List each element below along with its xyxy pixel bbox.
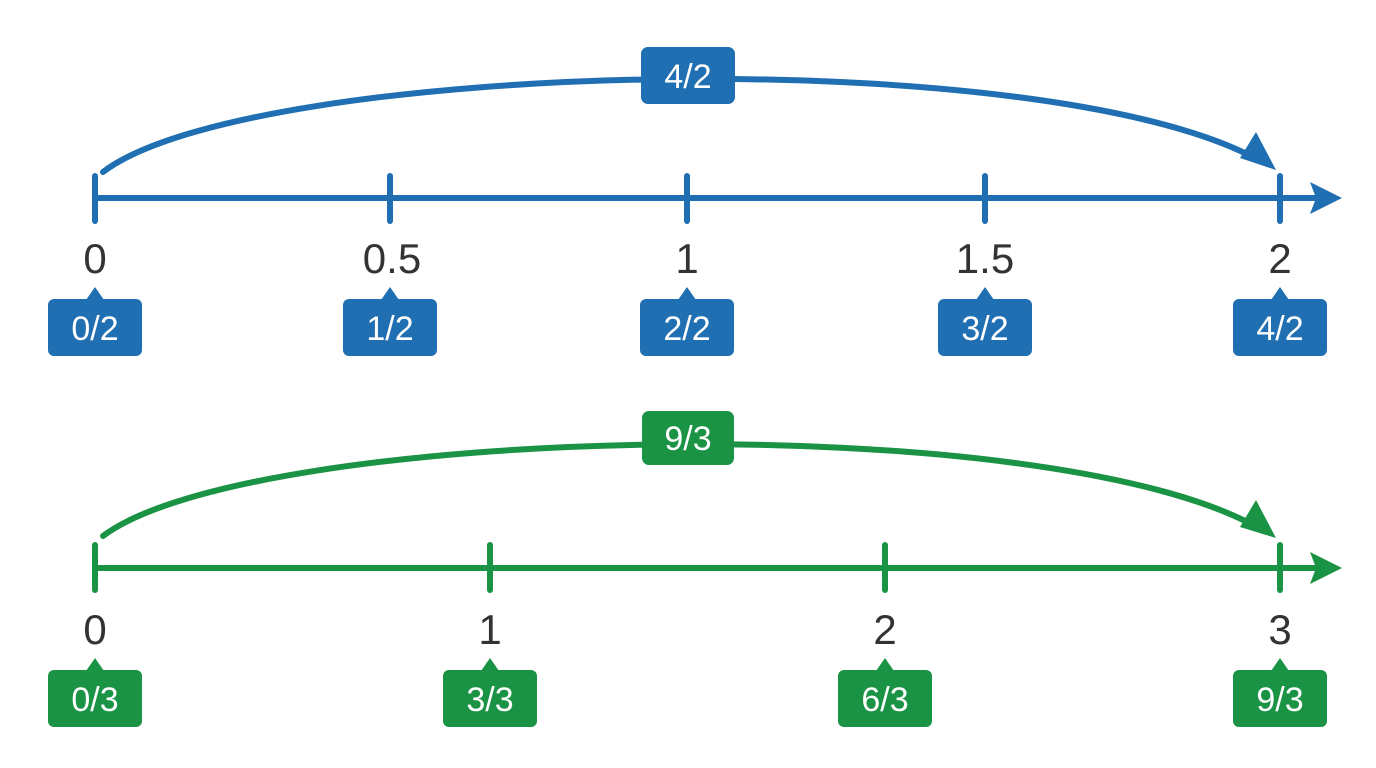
tick-label: 0.5 [363, 235, 421, 282]
tick-label: 1 [478, 606, 501, 653]
fraction-label: 6/3 [861, 681, 908, 719]
fraction-badge [838, 658, 932, 727]
number-line-thirds: 9/3 0 1 2 3 [48, 411, 1342, 727]
fraction-badge [1233, 287, 1327, 356]
fraction-label: 0/2 [71, 310, 118, 348]
tick-label: 2 [1268, 235, 1291, 282]
jump-badge-label: 4/2 [664, 58, 711, 96]
fraction-badge [343, 287, 437, 356]
fraction-badge [640, 287, 734, 356]
tick-label: 0 [83, 235, 106, 282]
tick-label: 3 [1268, 606, 1291, 653]
fraction-label: 9/3 [1256, 681, 1303, 719]
jump-badge-halves: 4/2 [641, 47, 735, 104]
tick-label: 1.5 [956, 235, 1014, 282]
fraction-badge [48, 287, 142, 356]
axis-arrow-icon [1310, 182, 1342, 214]
tick-label: 1 [675, 235, 698, 282]
fraction-label: 4/2 [1256, 310, 1303, 348]
arc-arrowhead-icon [1240, 132, 1276, 170]
fraction-label: 3/3 [466, 681, 513, 719]
fraction-label: 3/2 [961, 310, 1008, 348]
fraction-badge [938, 287, 1032, 356]
fraction-badge [443, 658, 537, 727]
arc-arrowhead-icon [1240, 500, 1276, 538]
axis-arrow-icon [1310, 552, 1342, 584]
jump-badge-thirds: 9/3 [642, 411, 734, 465]
jump-badge-label: 9/3 [664, 420, 711, 458]
fraction-badge [48, 658, 142, 727]
fraction-label: 0/3 [71, 681, 118, 719]
number-line-halves: 4/2 0 0.5 1 1.5 2 [48, 47, 1342, 356]
fraction-label: 2/2 [663, 310, 710, 348]
fraction-label: 1/2 [366, 310, 413, 348]
tick-label: 2 [873, 606, 896, 653]
fraction-badge [1233, 658, 1327, 727]
tick-label: 0 [83, 606, 106, 653]
